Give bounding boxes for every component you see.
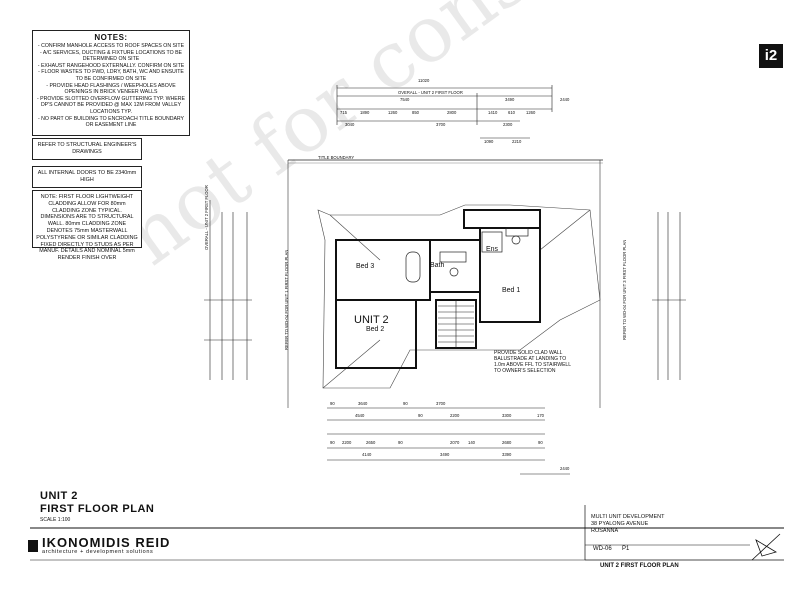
dim-top-row4: 3040 <box>345 122 355 127</box>
internal-doors-text: ALL INTERNAL DOORS TO BE 2340mm HIGH <box>37 170 137 183</box>
dim-top-row3: 1410 <box>488 110 498 115</box>
dim-overall-value: 11020 <box>418 78 430 83</box>
brand-sub: architecture + development solutions <box>42 549 154 555</box>
dim-top-row4: 3700 <box>436 122 446 127</box>
note-item: - FLOOR WASTES TO FWD, LDRY, BATH, WC AN… <box>38 69 184 82</box>
sheet-title: UNIT 2 FIRST FLOOR PLAN <box>600 563 679 569</box>
dim-top-row3: 715 <box>340 110 347 115</box>
dim-bottom: 3300 <box>502 413 512 418</box>
dim-bottom: 2200 <box>450 413 460 418</box>
cladding-note-box: NOTE: FIRST FLOOR LIGHTWEIGHT CLADDING A… <box>32 190 142 261</box>
revision: P1 <box>622 546 630 552</box>
room-bed3: Bed 3 <box>356 263 375 270</box>
dim-bottom: 4540 <box>355 413 365 418</box>
project-info: MULTI UNIT DEVELOPMENT 38 PYALONG AVENUE… <box>591 514 664 535</box>
dim-top-row2: 3490 <box>505 97 515 102</box>
room-bath: Bath <box>430 262 445 269</box>
dim-overall-label: OVERALL - UNIT 2 FIRST FLOOR <box>398 90 463 95</box>
project-line3: ROSANNA <box>591 528 619 534</box>
dim-bottom: 90 <box>398 440 403 445</box>
balustrade-note: PROVIDE SOLID CLAD WALL BALUSTRADE AT LA… <box>494 350 571 374</box>
room-ens: Ens <box>486 246 499 253</box>
dim-bottom: 3700 <box>436 401 446 406</box>
dim-bottom: 2200 <box>342 440 352 445</box>
brand-mark-icon <box>28 539 38 552</box>
dim-bottom: 4140 <box>362 452 372 457</box>
dim-top-row3: 2800 <box>447 110 457 115</box>
left-overall-label: OVERALL - UNIT 2 FIRST FLOOR <box>204 185 209 250</box>
project-line2: 38 PYALONG AVENUE <box>591 521 649 527</box>
dim-bottom: 2440 <box>560 466 570 471</box>
brand-block: IKONOMIDIS REID architecture + developme… <box>28 535 171 555</box>
notes-title: NOTES: <box>94 33 128 42</box>
dim-top-row3: 1260 <box>388 110 398 115</box>
cladding-note-text: NOTE: FIRST FLOOR LIGHTWEIGHT CLADDING A… <box>36 194 138 262</box>
note-item: - EXHAUST RANGEHOOD EXTERNALLY. CONFIRM … <box>37 62 185 69</box>
refer-structural-text: REFER TO STRUCTURAL ENGINEER'S DRAWINGS <box>37 142 137 155</box>
dim-bottom: 90 <box>418 413 423 418</box>
note-item: - CONFIRM MANHOLE ACCESS TO ROOF SPACES … <box>37 43 185 49</box>
dim-bottom: 90 <box>330 440 335 445</box>
dim-bottom: 90 <box>330 401 335 406</box>
dim-bottom: 170 <box>537 413 544 418</box>
dim-bottom: 2070 <box>450 440 460 445</box>
dim-top-row4: 2300 <box>503 122 513 127</box>
unit-label: UNIT 2 <box>354 314 389 326</box>
dim-bottom: 2680 <box>502 440 512 445</box>
drawing-number: WD-06 <box>593 546 612 552</box>
dim-bottom: 90 <box>538 440 543 445</box>
plan-scale: SCALE 1:100 <box>40 517 71 523</box>
dim-top-row3: 850 <box>412 110 419 115</box>
note-item: - PROVIDE HEAD FLASHINGS / WEEPHOLES ABO… <box>46 82 176 96</box>
dim-top-row5: 1090 <box>484 139 494 144</box>
dim-bottom: 3390 <box>502 452 512 457</box>
right-refer-label: REFER TO WD-04 FOR UNIT 3 FIRST FLOOR PL… <box>622 239 627 340</box>
dim-bottom: 3490 <box>440 452 450 457</box>
note-item: - PROVIDE SLOTTED OVERFLOW GUTTERING TYP… <box>37 95 185 115</box>
dim-bottom: 2650 <box>366 440 376 445</box>
project-line1: MULTI UNIT DEVELOPMENT <box>591 514 665 520</box>
dim-top-row3: 1260 <box>526 110 536 115</box>
brand-name: IKONOMIDIS REID <box>42 535 171 550</box>
room-bed2: Bed 2 <box>366 326 385 333</box>
left-refer-label: REFER TO WD-04 FOR UNIT 1 FIRST FLOOR PL… <box>284 249 289 350</box>
dim-bottom: 3640 <box>358 401 368 406</box>
dim-top-row5: 2210 <box>512 139 522 144</box>
dim-top-row3: 1890 <box>360 110 370 115</box>
plan-title: UNIT 2 FIRST FLOOR PLAN <box>40 490 154 516</box>
plan-title-line2: FIRST FLOOR PLAN <box>40 503 155 515</box>
title-boundary-label: TITLE BOUNDARY <box>318 155 355 160</box>
dim-bottom: 90 <box>403 401 408 406</box>
dim-top-row2: 7540 <box>400 97 410 102</box>
plan-title-line1: UNIT 2 <box>40 490 78 502</box>
notes-box: NOTES: - CONFIRM MANHOLE ACCESS TO ROOF … <box>32 30 190 136</box>
dim-top-row3: 610 <box>508 110 515 115</box>
dim-top-row2: 2440 <box>560 97 570 102</box>
note-item: - A/C SERVICES, DUCTING & FIXTURE LOCATI… <box>39 49 182 63</box>
internal-doors-box: ALL INTERNAL DOORS TO BE 2340mm HIGH <box>32 166 142 188</box>
refer-structural-box: REFER TO STRUCTURAL ENGINEER'S DRAWINGS <box>32 138 142 160</box>
brand-logo-icon: i2 <box>759 44 783 68</box>
dim-bottom: 140 <box>468 440 475 445</box>
room-bed1: Bed 1 <box>502 287 521 294</box>
note-item: - NO PART OF BUILDING TO ENCROACH TITLE … <box>37 115 185 129</box>
